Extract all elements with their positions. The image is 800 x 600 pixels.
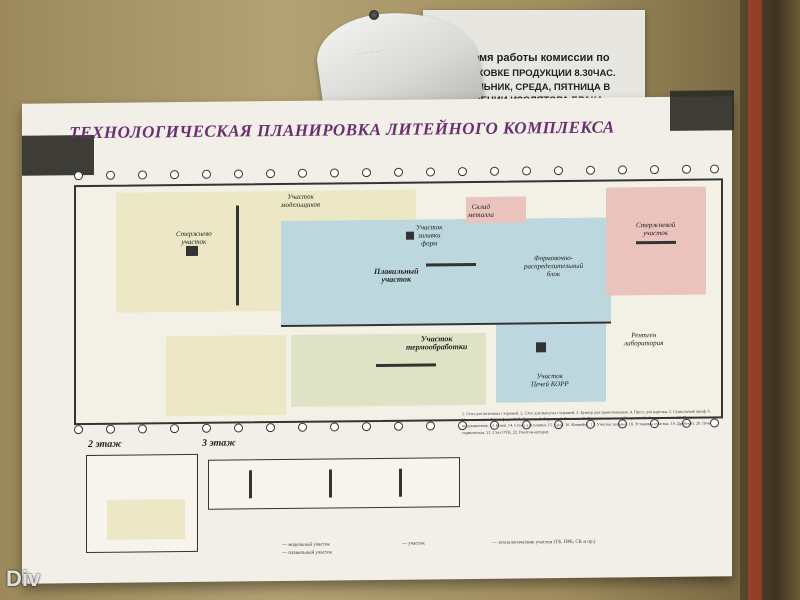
axis-dots-top bbox=[74, 164, 719, 181]
pushpin-icon bbox=[369, 10, 379, 20]
zone-lower-left bbox=[166, 334, 286, 417]
label-melting: Плавильный участок bbox=[374, 266, 419, 284]
label-modelers: Участок модельщиков bbox=[281, 192, 321, 210]
wall-mark bbox=[236, 205, 239, 306]
wall-mark bbox=[399, 468, 402, 497]
layout-poster: ТЕХНОЛОГИЧЕСКАЯ ПЛАНИРОВКА ЛИТЕЙНОГО КОМ… bbox=[22, 90, 734, 584]
label-korp: Участок Печей КОРР bbox=[531, 372, 569, 389]
legend-melt: — плавильный участок bbox=[282, 550, 332, 556]
equipment-mark bbox=[186, 245, 198, 257]
legend-wood: — модельный участок bbox=[282, 542, 330, 548]
tape-right bbox=[670, 90, 734, 131]
label-molding: Формовочно- распределительный блок bbox=[524, 253, 584, 279]
wall-mark bbox=[329, 469, 332, 498]
label-thermal: Участок термообработки bbox=[406, 334, 468, 352]
floor3-plan bbox=[208, 457, 460, 510]
equipment-list: 1. Стол для поточных стержней. 2. Стол д… bbox=[462, 408, 712, 435]
equipment-mark bbox=[536, 342, 546, 353]
equipment-mark bbox=[406, 231, 414, 240]
notice-line-1: Время работы комиссии по bbox=[458, 52, 610, 64]
label-form: Участок заливки форм bbox=[416, 223, 443, 248]
wall-mark bbox=[249, 470, 252, 499]
floor2-zone bbox=[107, 499, 185, 540]
red-frame-post bbox=[748, 0, 762, 600]
label-xray: Рентген лаборатория bbox=[624, 331, 664, 348]
watermark: Div bbox=[6, 566, 41, 591]
label-small: Стержневой участок bbox=[636, 220, 676, 238]
label-core: Стержнево участок bbox=[176, 229, 212, 247]
equipment-mark bbox=[376, 363, 436, 368]
label-metal: Склад металла bbox=[468, 202, 494, 220]
floor3-title: 3 этаж bbox=[202, 437, 236, 449]
notice-line-3: ЕДЕЛЬНИК, СРЕДА, ПЯТНИЦА В bbox=[457, 82, 611, 93]
poster-title: ТЕХНОЛОГИЧЕСКАЯ ПЛАНИРОВКА ЛИТЕЙНОГО КОМ… bbox=[69, 117, 615, 143]
notice-line-2: ЗБРАКОВКЕ ПРОДУКЦИИ 8.30ЧАС. bbox=[452, 68, 616, 79]
zone-korp bbox=[496, 311, 606, 403]
floor-plan-main: Стержнево участок Участок модельщиков Уч… bbox=[74, 178, 723, 426]
equipment-mark bbox=[426, 262, 476, 267]
legend-tech: — технологические участки (ТБ, ПРБ, СК и… bbox=[492, 539, 596, 546]
legend-zone: — участок bbox=[402, 541, 425, 547]
floor2-title: 2 этаж bbox=[88, 438, 122, 451]
floor2-plan bbox=[86, 453, 198, 554]
equipment-mark bbox=[636, 240, 676, 245]
